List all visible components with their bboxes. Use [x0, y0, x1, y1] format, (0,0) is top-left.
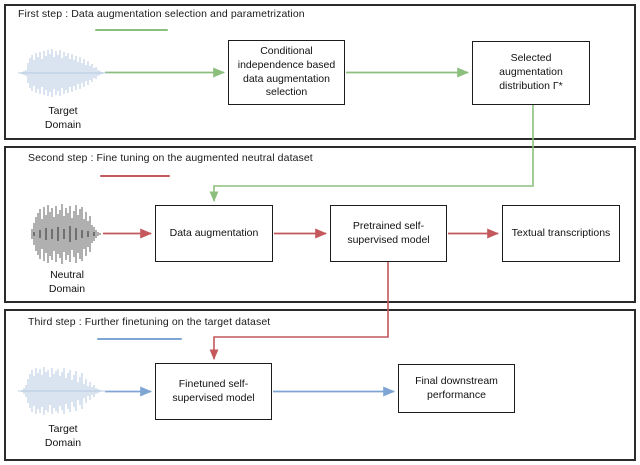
node-data-augmentation[interactable]: Data augmentation: [155, 205, 273, 262]
node-line-1: Conditional: [260, 44, 313, 57]
node-line-1: Textual transcriptions: [511, 226, 611, 239]
target-waveform: [18, 367, 108, 415]
second-step-source-caption: Neutral Domain: [22, 268, 112, 297]
third-step-underline: [97, 338, 182, 340]
node-line-1: Finetuned self-: [178, 377, 249, 390]
source-label-line1: Target: [48, 105, 78, 117]
target-waveform: [18, 49, 108, 97]
node-conditional-independence-selection[interactable]: Conditional independence based data augm…: [228, 40, 345, 105]
node-line-3: data augmentation: [243, 72, 330, 85]
node-line-1: Data augmentation: [169, 226, 259, 239]
node-line-1: Pretrained self-: [352, 219, 425, 232]
source-label-line2: Domain: [44, 437, 82, 450]
first-step-title: First step : Data augmentation selection…: [18, 8, 305, 20]
third-step-title: Third step : Further finetuning on the t…: [28, 316, 271, 328]
node-line-2: performance: [427, 388, 486, 401]
node-finetuned-self-supervised-model[interactable]: Finetuned self- supervised model: [155, 363, 272, 420]
node-line-1: Final downstream: [415, 374, 498, 387]
node-pretrained-self-supervised-model[interactable]: Pretrained self- supervised model: [330, 205, 447, 262]
node-line-2: independence based: [237, 58, 336, 71]
node-line-2: augmentation: [499, 66, 563, 79]
node-final-downstream-performance[interactable]: Final downstream performance: [398, 364, 515, 413]
node-textual-transcriptions[interactable]: Textual transcriptions: [502, 205, 620, 262]
second-step-underline: [100, 175, 170, 177]
second-step-title: Second step : Fine tuning on the augment…: [28, 152, 313, 164]
first-step-source-caption: Target Domain: [18, 104, 108, 133]
neutral-waveform: [31, 204, 101, 264]
node-line-2: supervised model: [347, 233, 430, 246]
source-label-line1: Target: [48, 423, 78, 435]
node-line-4: selection: [265, 86, 308, 99]
source-label-line1: Neutral: [50, 269, 84, 281]
node-line-2: supervised model: [172, 391, 255, 404]
first-step-underline: [95, 29, 168, 31]
source-label-line2: Domain: [48, 283, 86, 296]
source-label-line2: Domain: [44, 119, 82, 132]
third-step-source-caption: Target Domain: [18, 422, 108, 451]
node-line-1: Selected: [510, 52, 552, 65]
node-line-3: distribution Γ*: [499, 79, 563, 92]
node-selected-augmentation-distribution[interactable]: Selected augmentation distribution Γ*: [472, 41, 590, 105]
